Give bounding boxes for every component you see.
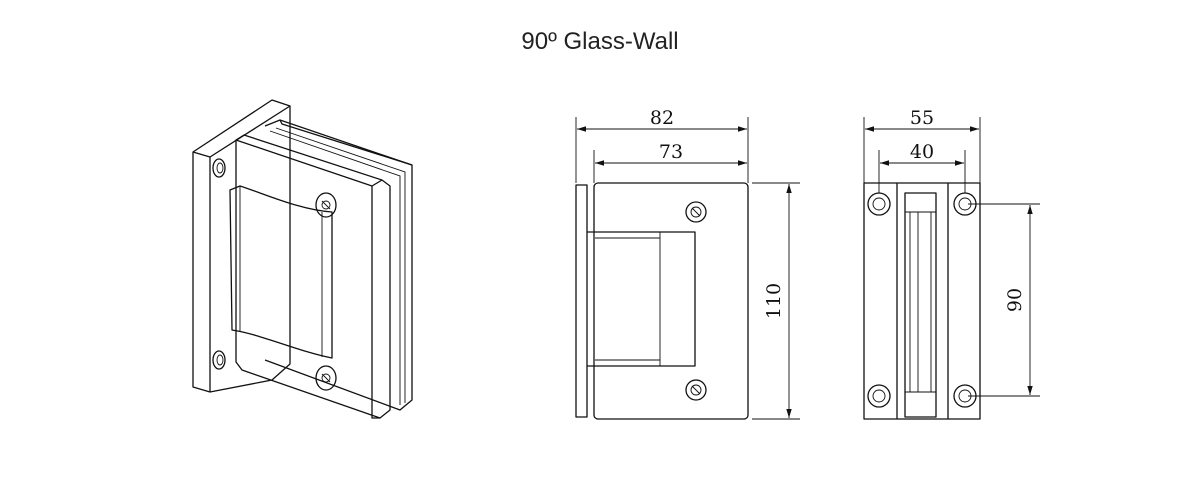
screw-bottom: [315, 365, 337, 391]
hinge-body: [229, 185, 333, 359]
isometric-view: [192, 99, 413, 419]
dim-110: 110: [752, 182, 800, 420]
dim-40-label: 40: [910, 141, 934, 163]
glass-clamp-front-plate: [235, 134, 391, 419]
dim-55: 55: [863, 107, 981, 183]
front-wall-plate: [575, 184, 588, 418]
front-view: 82 73 110: [575, 107, 800, 420]
dim-90-label: 90: [1004, 288, 1026, 312]
front-glass-plate: [593, 182, 749, 420]
dim-82: 82: [575, 107, 749, 183]
dim-82-label: 82: [650, 107, 674, 129]
dim-40: 40: [878, 141, 966, 193]
dim-73: 73: [593, 141, 747, 183]
mount-hole-top: [212, 158, 226, 178]
drawing-title: 90º Glass-Wall: [521, 28, 679, 55]
side-center-body: [904, 192, 937, 418]
dim-73-label: 73: [659, 141, 683, 163]
dim-55-label: 55: [910, 107, 934, 129]
screw-top: [315, 192, 337, 218]
front-hinge-body: [587, 231, 696, 367]
wall-mount-plate: [192, 99, 291, 393]
mount-hole-bottom: [212, 350, 226, 370]
side-outline: [863, 182, 981, 420]
dim-110-label: 110: [763, 283, 785, 319]
front-screw-top: [685, 201, 707, 223]
glass-clamp-back-plate: [264, 119, 413, 411]
side-hole-bottom-left: [867, 384, 891, 408]
side-view: 55 40 90: [863, 107, 1040, 420]
front-screw-bottom: [685, 379, 707, 401]
dim-90: 90: [968, 203, 1040, 397]
side-hole-top-left: [867, 192, 891, 216]
